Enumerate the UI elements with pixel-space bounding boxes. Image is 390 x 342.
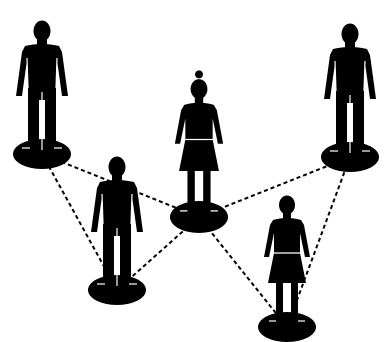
woman-center — [170, 70, 228, 233]
man-icon — [16, 21, 68, 151]
woman-icon — [264, 196, 310, 324]
man-top-right — [321, 24, 379, 173]
platform-disc — [170, 201, 228, 233]
man-icon — [324, 24, 376, 154]
man-top-left — [13, 21, 71, 170]
hair-bun — [195, 70, 203, 78]
man-bottom-left — [88, 157, 146, 306]
man-icon — [91, 157, 143, 287]
platform-disc — [258, 312, 316, 342]
woman-bottom-right — [258, 196, 316, 342]
woman-icon — [175, 79, 223, 213]
people-layer — [13, 21, 379, 342]
